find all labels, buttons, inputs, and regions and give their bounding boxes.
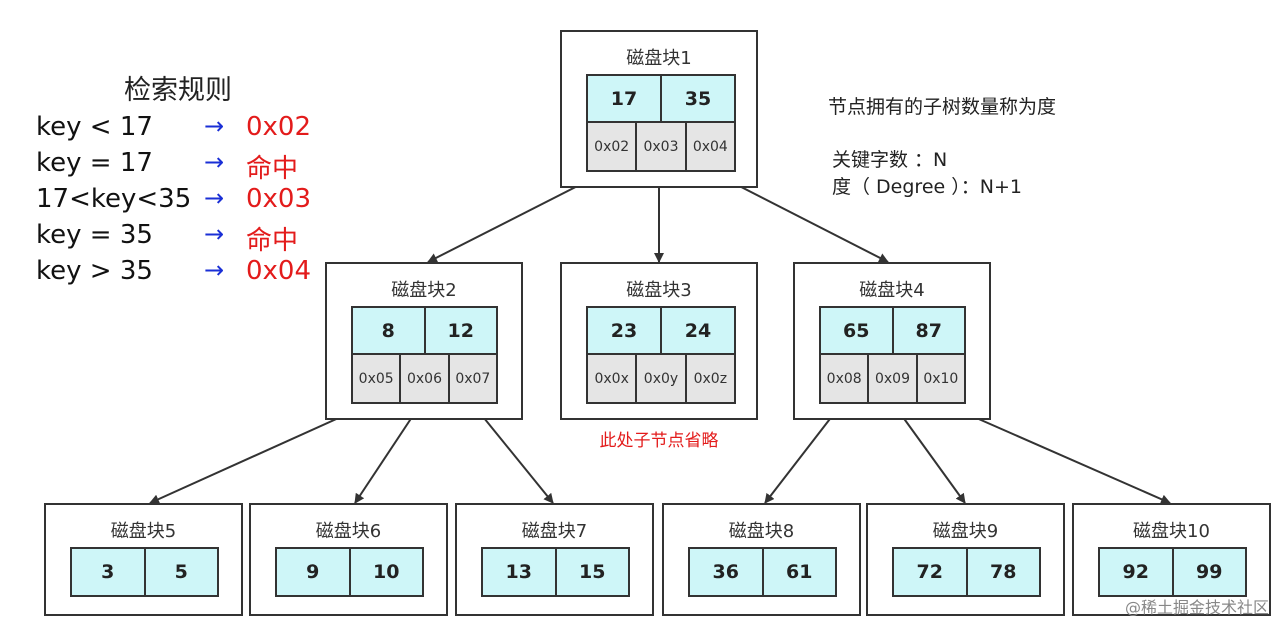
disk-block-5: 磁盘块5 3 5 bbox=[44, 503, 243, 616]
right-arrow-icon: → bbox=[204, 148, 225, 176]
key-cell: 92 bbox=[1122, 561, 1149, 583]
key-row: 17 35 bbox=[586, 74, 736, 123]
block-title: 磁盘块1 bbox=[626, 48, 692, 69]
key-row: 9 10 bbox=[275, 547, 424, 597]
pointer-row: 0x05 0x06 0x07 bbox=[351, 355, 498, 404]
block-title: 磁盘块3 bbox=[626, 280, 692, 301]
pointer-cell: 0x0x bbox=[594, 370, 629, 387]
right-arrow-icon: → bbox=[204, 220, 225, 248]
pointer-cell: 0x09 bbox=[867, 355, 915, 402]
key-cell: 9 bbox=[306, 561, 320, 583]
rule-result: 0x04 bbox=[246, 256, 312, 286]
key-row: 72 78 bbox=[892, 547, 1041, 597]
disk-block-4: 磁盘块4 65 87 0x08 0x09 0x10 bbox=[793, 262, 991, 420]
pointer-cell: 0x0z bbox=[684, 355, 734, 402]
disk-block-9: 磁盘块9 72 78 bbox=[866, 503, 1065, 616]
key-cell: 78 bbox=[965, 549, 1040, 595]
key-cell: 17 bbox=[610, 87, 638, 110]
disk-block-3: 磁盘块3 23 24 0x0x 0x0y 0x0z bbox=[560, 262, 758, 420]
key-cell: 72 bbox=[916, 561, 943, 583]
pointer-row: 0x02 0x03 0x04 bbox=[586, 123, 736, 172]
disk-block-6: 磁盘块6 9 10 bbox=[249, 503, 448, 616]
key-cell: 99 bbox=[1171, 549, 1246, 595]
key-cell: 61 bbox=[761, 549, 836, 595]
disk-block-10: 磁盘块10 92 99 bbox=[1072, 503, 1271, 616]
right-arrow-icon: → bbox=[204, 112, 225, 140]
right-arrow-icon: → bbox=[204, 184, 225, 212]
rule-condition: 17<key<35 bbox=[36, 184, 192, 214]
pointer-cell: 0x10 bbox=[915, 355, 964, 402]
rule-condition: key > 35 bbox=[36, 256, 153, 286]
pointer-cell: 0x04 bbox=[684, 123, 734, 170]
rule-condition: key = 35 bbox=[36, 220, 153, 250]
site-watermark: @稀土掘金技术社区 bbox=[1124, 598, 1269, 617]
pointer-cell: 0x02 bbox=[594, 138, 630, 155]
rule-result: 命中 bbox=[246, 154, 299, 184]
key-cell: 13 bbox=[505, 561, 532, 583]
block-title: 磁盘块5 bbox=[110, 521, 177, 542]
children-omitted-note: 此处子节点省略 bbox=[599, 431, 719, 451]
pointer-cell: 0x03 bbox=[635, 123, 684, 170]
rule-result: 0x03 bbox=[246, 184, 312, 214]
rule-result: 0x02 bbox=[246, 112, 312, 142]
disk-block-7: 磁盘块7 13 15 bbox=[455, 503, 654, 616]
disk-block-2: 磁盘块2 8 12 0x05 0x06 0x07 bbox=[325, 262, 523, 420]
pointer-cell: 0x0y bbox=[635, 355, 684, 402]
key-cell: 65 bbox=[843, 319, 870, 342]
rule-condition: key < 17 bbox=[36, 112, 153, 142]
right-arrow-icon: → bbox=[204, 256, 225, 284]
key-cell: 24 bbox=[660, 308, 734, 353]
key-cell: 8 bbox=[381, 319, 395, 342]
disk-block-8: 磁盘块8 36 61 bbox=[662, 503, 861, 616]
key-cell: 87 bbox=[891, 308, 965, 353]
key-cell: 3 bbox=[101, 561, 115, 583]
block-title: 磁盘块6 bbox=[315, 521, 382, 542]
pointer-cell: 0x05 bbox=[358, 370, 394, 387]
key-cell: 10 bbox=[348, 549, 423, 595]
key-cell: 12 bbox=[423, 308, 497, 353]
pointer-cell: 0x08 bbox=[826, 370, 862, 387]
rules-title: 检索规则 bbox=[124, 75, 232, 106]
block-title: 磁盘块10 bbox=[1133, 521, 1210, 542]
pointer-row: 0x08 0x09 0x10 bbox=[819, 355, 966, 404]
key-cell: 5 bbox=[143, 549, 218, 595]
key-row: 23 24 bbox=[586, 306, 736, 355]
key-cell: 23 bbox=[610, 319, 638, 342]
pointer-row: 0x0x 0x0y 0x0z bbox=[586, 355, 736, 404]
rule-result: 命中 bbox=[246, 226, 299, 256]
key-row: 92 99 bbox=[1098, 547, 1247, 597]
key-row: 36 61 bbox=[688, 547, 837, 597]
block-title: 磁盘块2 bbox=[391, 280, 457, 301]
key-count-note: 关键字数 ：N bbox=[832, 149, 948, 171]
key-row: 65 87 bbox=[819, 306, 966, 355]
key-row: 8 12 bbox=[351, 306, 498, 355]
block-title: 磁盘块8 bbox=[728, 521, 795, 542]
block-title: 磁盘块4 bbox=[859, 280, 925, 301]
key-row: 3 5 bbox=[70, 547, 219, 597]
degree-formula-note: 度（ Degree ）：N+1 bbox=[832, 176, 1022, 198]
block-title: 磁盘块9 bbox=[932, 521, 999, 542]
block-title: 磁盘块7 bbox=[521, 521, 588, 542]
key-cell: 15 bbox=[554, 549, 629, 595]
disk-block-1: 磁盘块1 17 35 0x02 0x03 0x04 bbox=[560, 30, 758, 188]
key-cell: 36 bbox=[712, 561, 739, 583]
rule-condition: key = 17 bbox=[36, 148, 153, 178]
degree-definition: 节点拥有的子树数量称为度 bbox=[828, 96, 1057, 118]
key-row: 13 15 bbox=[481, 547, 630, 597]
key-cell: 35 bbox=[660, 76, 734, 121]
pointer-cell: 0x06 bbox=[399, 355, 447, 402]
pointer-cell: 0x07 bbox=[447, 355, 496, 402]
